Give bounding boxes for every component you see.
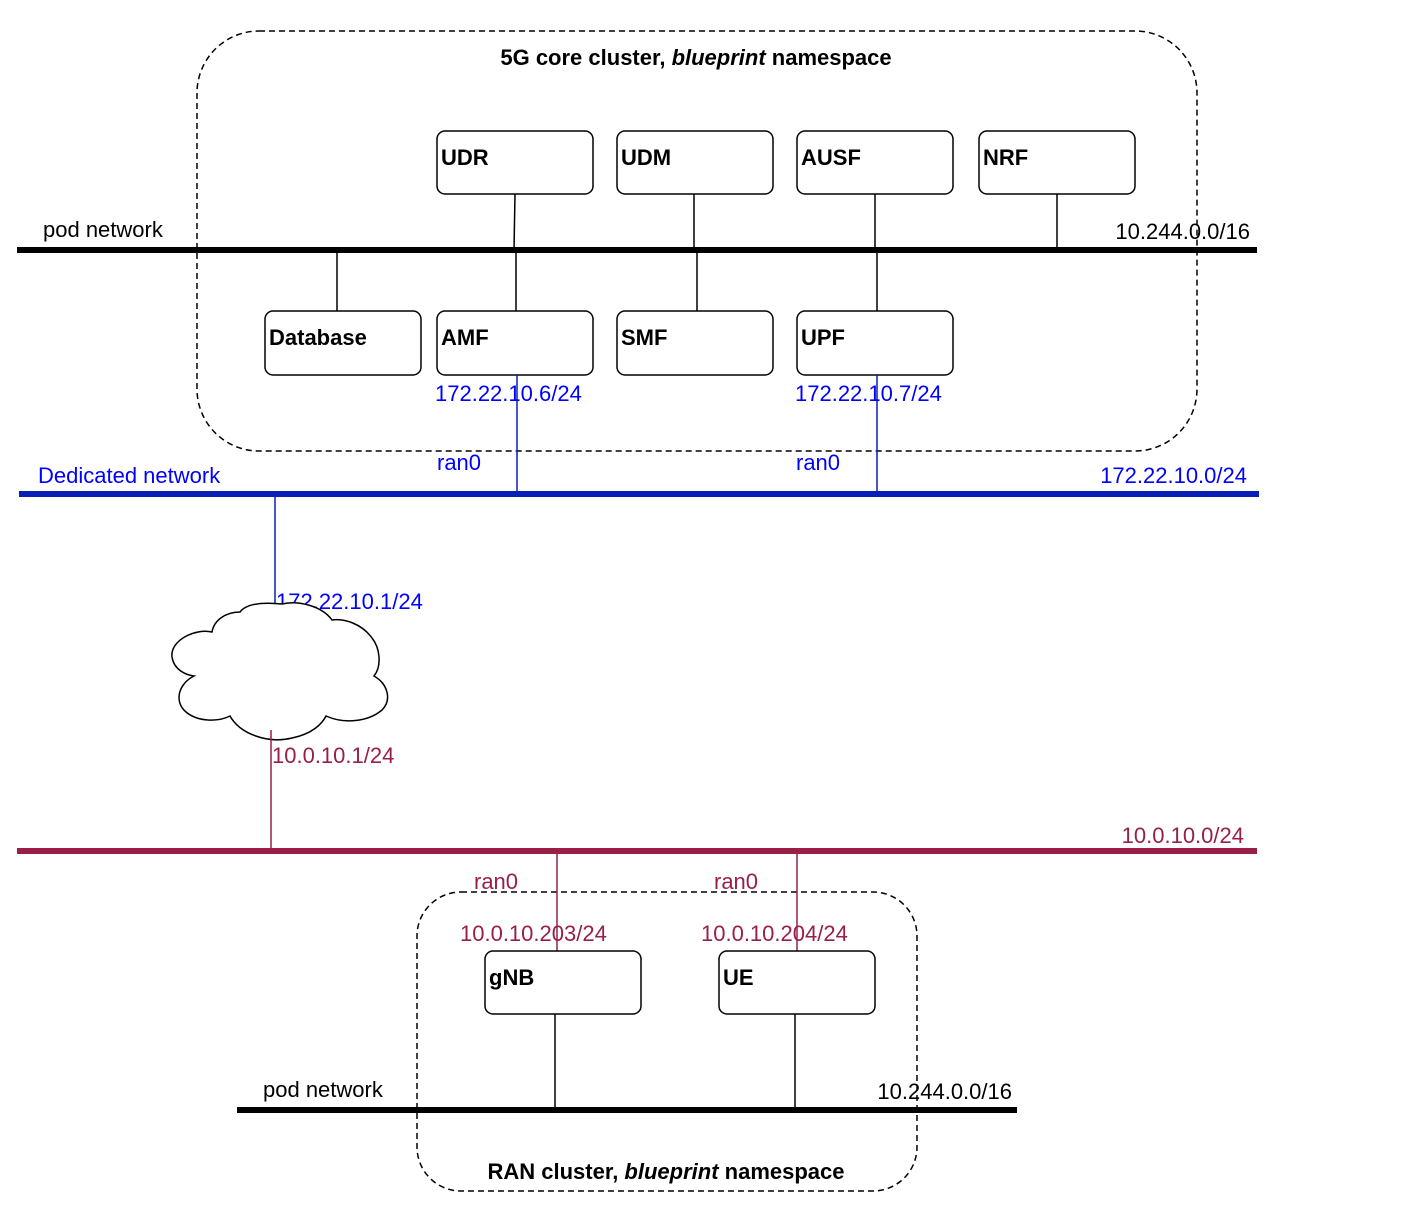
gnb-iface: ran0 [474, 869, 518, 894]
smf-node: SMF [616, 310, 774, 376]
amf-ip: 172.22.10.6/24 [435, 381, 582, 406]
upf-iface: ran0 [796, 450, 840, 475]
udr-connector [513, 193, 516, 251]
ran-network-cidr: 10.0.10.0/24 [1122, 823, 1244, 848]
amf-label: AMF [441, 325, 489, 350]
cloud-icon [171, 602, 389, 741]
upf-label: UPF [801, 325, 845, 350]
upf-node: UPF [796, 310, 954, 376]
amf-iface: ran0 [437, 450, 481, 475]
amf-node: AMF [436, 310, 594, 376]
ran-pod-network-label: pod network [263, 1077, 384, 1102]
ausf-node: AUSF [796, 130, 954, 195]
udm-node: UDM [616, 130, 774, 195]
dedicated-network-label: Dedicated network [38, 463, 221, 488]
ran-cluster-title: RAN cluster, blueprint namespace [487, 1159, 844, 1184]
upf-ip: 172.22.10.7/24 [795, 381, 942, 406]
udm-label: UDM [621, 145, 671, 170]
database-label: Database [269, 325, 367, 350]
dedicated-network-cidr: 172.22.10.0/24 [1100, 463, 1247, 488]
ran-pod-network-cidr: 10.244.0.0/16 [877, 1079, 1012, 1104]
gnb-node: gNB [484, 950, 642, 1015]
core-cluster-title: 5G core cluster, blueprint namespace [500, 45, 891, 70]
gnb-ip: 10.0.10.203/24 [460, 921, 607, 946]
smf-label: SMF [621, 325, 667, 350]
ue-label: UE [723, 965, 754, 990]
gnb-label: gNB [489, 965, 534, 990]
udr-label: UDR [441, 145, 489, 170]
ue-node: UE [718, 950, 876, 1015]
core-pod-network-label: pod network [43, 217, 164, 242]
database-node: Database [264, 310, 422, 376]
udr-node: UDR [436, 130, 594, 195]
ue-iface: ran0 [714, 869, 758, 894]
nrf-label: NRF [983, 145, 1028, 170]
ran-cluster-boundary [416, 891, 918, 1192]
ausf-label: AUSF [801, 145, 861, 170]
core-pod-network-cidr: 10.244.0.0/16 [1115, 219, 1250, 244]
ue-ip: 10.0.10.204/24 [701, 921, 848, 946]
router-ran-ip: 10.0.10.1/24 [272, 743, 394, 768]
nrf-node: NRF [978, 130, 1136, 195]
core-cluster-boundary [196, 30, 1198, 452]
